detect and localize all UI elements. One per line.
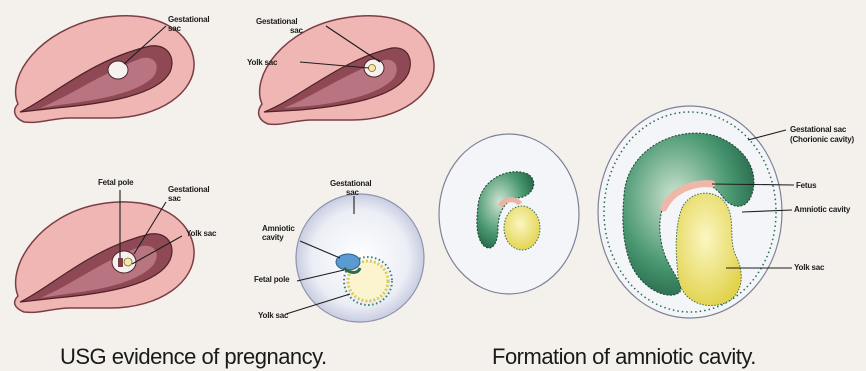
uterus-diagram-3: Fetal pole Gestational sac Yolk sac	[15, 178, 217, 312]
label-amniotic-cavity: Amniotic cavity	[794, 205, 851, 214]
label-gestational-sac: Gestational sac	[790, 125, 847, 134]
label-yolk-sac: Yolk sac	[794, 263, 825, 272]
label-gestational-sac: Gestational	[168, 185, 209, 194]
label-gestational-sac: Gestational	[330, 179, 371, 188]
gestational-sac-diagram: Gestational sac Amniotic cavity Fetal po…	[254, 179, 424, 322]
label-gestational-sac: Gestational	[256, 17, 297, 26]
later-gestational-sac: Gestational sac (Chorionic cavity) Fetus…	[598, 106, 855, 318]
label-gestational-sac: Gestational	[168, 15, 209, 24]
uterus-diagram-2: Gestational sac Yolk sac	[247, 16, 434, 125]
caption-amniotic-cavity: Formation of amniotic cavity.	[492, 344, 756, 369]
label-amniotic-cavity-2: cavity	[262, 233, 284, 242]
amniotic-cavity-diagrams: Gestational sac (Chorionic cavity) Fetus…	[439, 106, 855, 369]
label-fetus: Fetus	[796, 181, 817, 190]
yolk-sac	[504, 206, 540, 250]
caption-usg-evidence: USG evidence of pregnancy.	[60, 344, 327, 369]
amniotic-cavity	[336, 254, 360, 270]
label-gestational-sac-2: sac	[168, 194, 181, 203]
label-yolk-sac: Yolk sac	[258, 311, 289, 320]
label-yolk-sac: Yolk sac	[247, 58, 278, 67]
label-gestational-sac-2: sac	[290, 26, 303, 35]
label-gestational-sac-2: sac	[346, 188, 359, 197]
label-yolk-sac: Yolk sac	[186, 229, 217, 238]
label-fetal-pole: Fetal pole	[98, 178, 134, 187]
yolk-sac	[369, 65, 376, 72]
fetal-pole	[118, 258, 123, 267]
uterus-diagram-1: Gestational sac	[15, 15, 210, 122]
label-amniotic-cavity: Amniotic	[262, 224, 295, 233]
usg-diagrams: Gestational sac Gestational sac Yolk sac	[15, 15, 434, 369]
label-chorionic-cavity: (Chorionic cavity)	[790, 135, 855, 144]
early-gestational-sac	[439, 134, 579, 294]
label-gestational-sac-2: sac	[168, 24, 181, 33]
yolk-sac	[124, 258, 132, 266]
label-fetal-pole: Fetal pole	[254, 275, 290, 284]
